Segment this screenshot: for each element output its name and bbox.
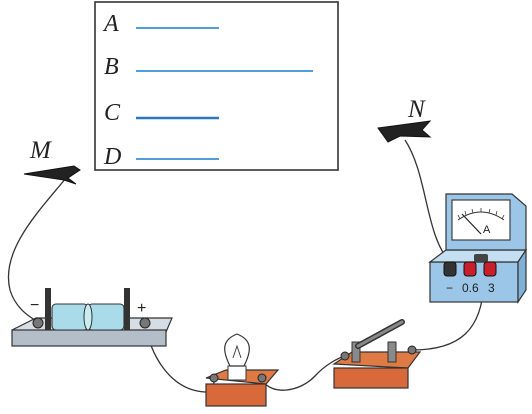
ammeter-dial-letter: A <box>483 224 491 236</box>
ammeter-terminal-3[interactable] <box>483 261 497 277</box>
alligator-clip-n-icon <box>377 120 432 143</box>
battery-holder-left <box>45 288 51 330</box>
switch-terminal-right[interactable] <box>407 345 417 355</box>
ammeter-terminal-negative[interactable] <box>443 261 457 277</box>
wire-ammeter-to-n <box>404 139 451 263</box>
battery-minus-sign: − <box>30 297 39 314</box>
ammeter-label-negative: − <box>446 281 453 295</box>
row-label-a: A <box>102 11 119 37</box>
wire-m-to-battery <box>7 177 67 323</box>
clip-m[interactable]: M <box>23 137 81 185</box>
panel-row-b: B <box>104 54 313 80</box>
zero-adjust-knob[interactable] <box>474 254 488 262</box>
row-label-b: B <box>104 54 119 80</box>
bulb-terminal-right[interactable] <box>257 373 267 383</box>
row-label-d: D <box>103 144 121 170</box>
panel-row-d: D <box>103 144 219 170</box>
wire-bulb-to-switch <box>261 355 346 391</box>
bulb-terminal-left[interactable] <box>209 373 219 383</box>
battery: − + <box>11 288 173 347</box>
alligator-clip-m-icon <box>23 165 81 185</box>
ammeter: A − 0.6 3 <box>428 193 528 304</box>
bulb-assembly <box>205 333 280 407</box>
answer-panel: A B C D <box>94 1 339 171</box>
battery-plus-sign: + <box>137 300 146 317</box>
battery-cell-1 <box>51 303 89 331</box>
panel-row-c: C <box>104 100 219 126</box>
switch[interactable] <box>332 319 422 389</box>
panel-row-a: A <box>102 11 219 37</box>
clip-n-label: N <box>407 96 426 123</box>
battery-terminal-positive[interactable] <box>139 317 151 329</box>
ammeter-label-3: 3 <box>488 281 495 295</box>
clip-m-label: M <box>29 137 52 164</box>
battery-cell-2 <box>87 303 125 331</box>
light-bulb-icon <box>224 333 250 367</box>
row-label-c: C <box>104 100 121 126</box>
ammeter-needle <box>461 213 482 235</box>
switch-terminal-left[interactable] <box>340 351 350 361</box>
ammeter-terminal-0-6[interactable] <box>463 261 477 277</box>
ammeter-label-0-6: 0.6 <box>462 281 479 295</box>
clip-n[interactable]: N <box>377 96 432 143</box>
battery-holder-right <box>124 288 130 330</box>
battery-terminal-negative[interactable] <box>32 317 44 329</box>
